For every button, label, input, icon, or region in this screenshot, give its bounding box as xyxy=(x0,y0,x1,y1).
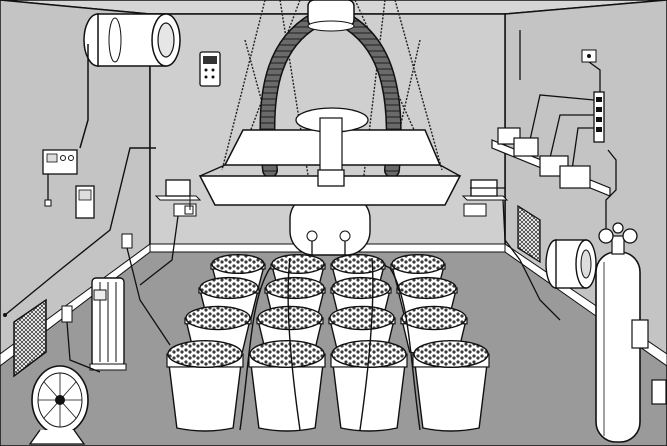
co2-regulator xyxy=(598,149,638,244)
right-wall-cables xyxy=(519,30,601,171)
back-tank xyxy=(289,194,371,256)
grow-light-reflector xyxy=(198,107,462,206)
grow-bucket xyxy=(412,339,490,432)
ballast-right xyxy=(461,179,509,217)
co2-timer xyxy=(631,319,667,405)
grow-bucket xyxy=(248,339,326,432)
inline-fan xyxy=(307,0,355,32)
ballast-left xyxy=(154,179,202,210)
grow-buckets xyxy=(166,253,490,432)
floor-cables xyxy=(66,215,179,373)
co2-cylinder xyxy=(595,235,641,443)
humidity-controller xyxy=(75,185,95,219)
vent-grille-right xyxy=(517,204,541,264)
right-wall-cable xyxy=(470,187,561,321)
intake-fan xyxy=(545,239,597,289)
vent-grille xyxy=(13,298,47,378)
oil-heater xyxy=(89,277,127,371)
drip-lines xyxy=(239,257,421,431)
grow-bucket xyxy=(166,339,244,432)
wall-switch-right xyxy=(581,49,597,63)
filter-power-cable xyxy=(79,44,89,149)
floor-fan xyxy=(28,365,89,445)
wall-thermostat xyxy=(42,149,78,207)
nutrient-pumps xyxy=(491,127,611,197)
carbon-filter xyxy=(83,13,181,67)
digital-timer xyxy=(199,51,221,87)
power-strip xyxy=(593,91,605,143)
grow-bucket xyxy=(400,305,468,356)
left-wall-cable xyxy=(4,147,156,316)
